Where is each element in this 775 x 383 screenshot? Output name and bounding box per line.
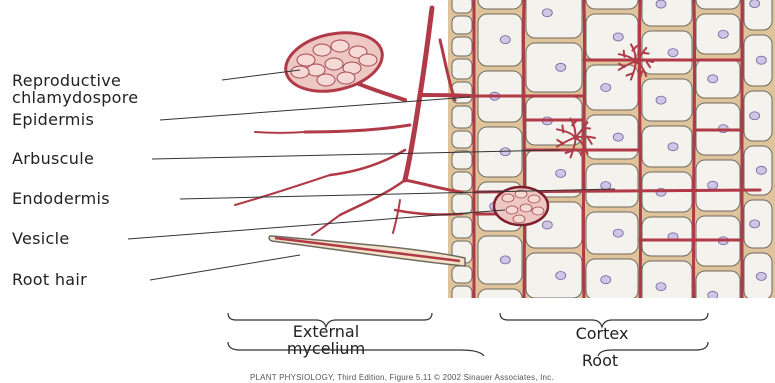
nucleus bbox=[613, 33, 623, 41]
epidermis-cell bbox=[452, 151, 472, 169]
cortex-cell bbox=[586, 0, 638, 9]
epidermis-cell bbox=[452, 286, 472, 304]
epidermis-cell bbox=[452, 37, 472, 56]
nucleus bbox=[556, 169, 566, 177]
cortex-cell bbox=[586, 212, 638, 254]
label-cortex: Cortex bbox=[562, 325, 642, 342]
nucleus bbox=[656, 96, 666, 104]
label-chlamydospore: chlamydospore bbox=[12, 90, 138, 106]
nucleus bbox=[750, 112, 760, 120]
nucleus bbox=[556, 272, 566, 280]
label-epidermis: Epidermis bbox=[12, 112, 94, 128]
label-root-hair: Root hair bbox=[12, 272, 87, 288]
nucleus bbox=[613, 229, 623, 237]
cortex-cell bbox=[642, 217, 692, 256]
cortex-cell bbox=[478, 0, 522, 9]
cortex-cell bbox=[586, 259, 638, 300]
nucleus bbox=[756, 166, 766, 174]
nucleus bbox=[708, 181, 718, 189]
nucleus bbox=[756, 272, 766, 280]
nucleus bbox=[601, 182, 611, 190]
nucleus bbox=[656, 283, 666, 291]
nucleus bbox=[542, 9, 552, 17]
cortex-cell bbox=[642, 0, 692, 26]
internal-hypha bbox=[693, 0, 694, 300]
label-arbuscule: Arbuscule bbox=[12, 151, 94, 167]
epidermis-cell bbox=[452, 59, 472, 79]
cortex-cell bbox=[642, 261, 692, 313]
epidermis-cell bbox=[452, 0, 472, 13]
label-vesicle: Vesicle bbox=[12, 231, 70, 247]
nucleus bbox=[542, 221, 552, 229]
label-external-mycelium: External mycelium bbox=[276, 323, 376, 357]
cortex-cell bbox=[696, 0, 740, 9]
epidermis-cell bbox=[452, 194, 472, 214]
cortex-cell bbox=[478, 289, 522, 336]
cortex-cell bbox=[586, 14, 638, 60]
nucleus bbox=[500, 36, 510, 44]
root-tissue bbox=[448, 0, 775, 336]
nucleus bbox=[601, 276, 611, 284]
cortex-cell bbox=[526, 43, 582, 92]
cortex-cell bbox=[642, 79, 692, 121]
nucleus bbox=[718, 30, 728, 38]
nucleus bbox=[601, 84, 611, 92]
nucleus bbox=[556, 63, 566, 71]
nucleus bbox=[668, 143, 678, 151]
epidermis-cell bbox=[452, 106, 472, 128]
cortex-cell bbox=[526, 0, 582, 38]
epidermis-cell bbox=[452, 217, 472, 238]
nucleus bbox=[756, 56, 766, 64]
label-reproductive: Reproductive bbox=[12, 73, 121, 89]
cortex-cell bbox=[586, 65, 638, 110]
epidermis-cell bbox=[452, 131, 472, 148]
cortex-cell bbox=[586, 164, 638, 207]
figure-credit: PLANT PHYSIOLOGY, Third Edition, Figure … bbox=[250, 373, 554, 382]
nucleus bbox=[708, 291, 718, 299]
nucleus bbox=[656, 0, 666, 8]
nucleus bbox=[613, 133, 623, 141]
cortex-cell bbox=[642, 126, 692, 167]
nucleus bbox=[668, 49, 678, 57]
cortex-cell bbox=[526, 253, 582, 298]
label-mycelium: mycelium bbox=[276, 340, 376, 357]
label-endodermis: Endodermis bbox=[12, 191, 110, 207]
nucleus bbox=[500, 256, 510, 264]
nucleus bbox=[490, 308, 500, 316]
epidermis-cell bbox=[452, 266, 472, 283]
label-external: External bbox=[276, 323, 376, 340]
nucleus bbox=[708, 75, 718, 83]
label-root: Root bbox=[570, 352, 630, 369]
epidermis-cell bbox=[452, 16, 472, 34]
epidermis-cell bbox=[452, 172, 472, 191]
nucleus bbox=[750, 220, 760, 228]
nucleus bbox=[750, 0, 760, 8]
vesicle bbox=[494, 187, 548, 225]
